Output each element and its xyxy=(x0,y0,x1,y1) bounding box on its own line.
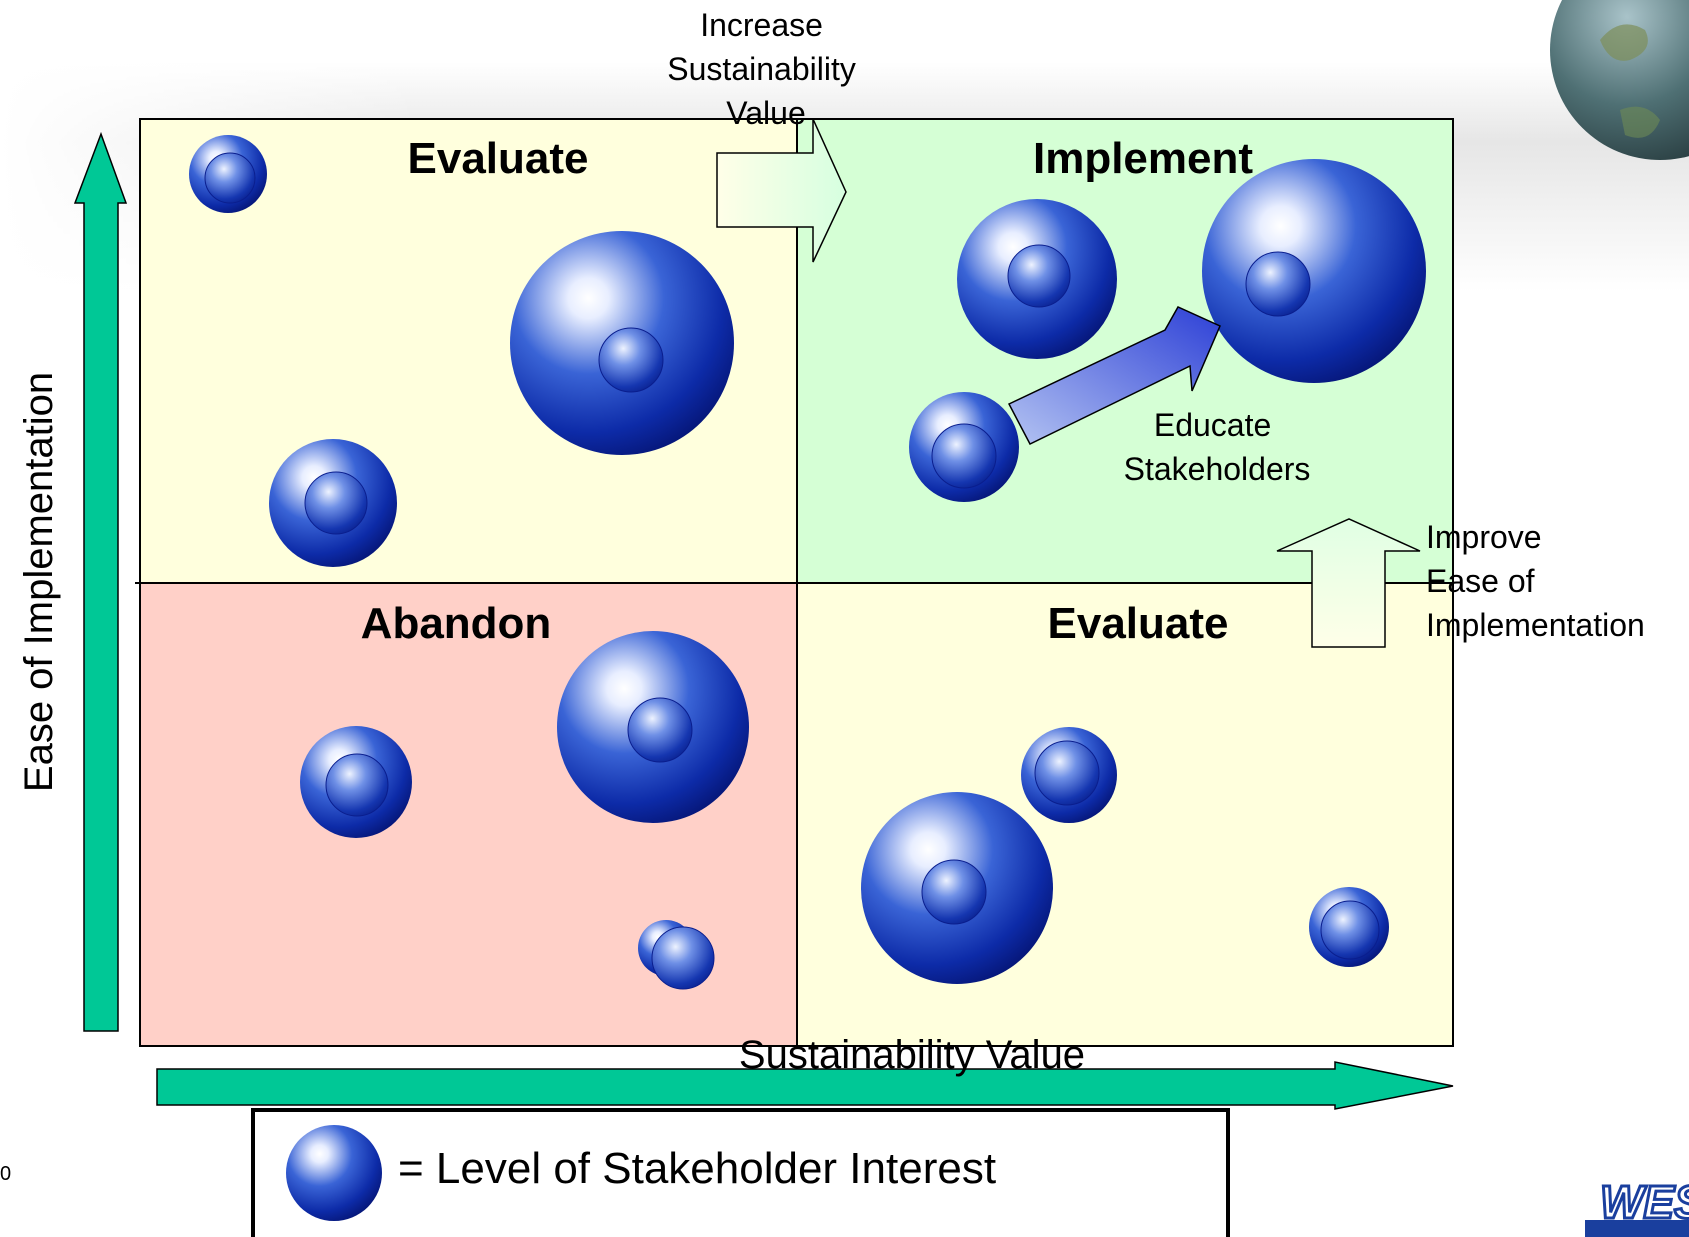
quadrant-label-bottom-right: Evaluate xyxy=(1048,599,1229,648)
bubble-outer xyxy=(286,1125,382,1221)
quadrant-label-bottom-left: Abandon xyxy=(361,599,552,648)
bubble xyxy=(269,439,397,567)
legend-box xyxy=(251,1108,1230,1237)
bubble xyxy=(909,392,1019,502)
bubble xyxy=(638,920,715,990)
quadrant-label-top-left: Evaluate xyxy=(408,134,589,183)
increase-value-arrow xyxy=(716,118,847,263)
bubble xyxy=(300,726,412,838)
bubble xyxy=(189,135,267,213)
bubble xyxy=(957,199,1117,359)
bubble-inner xyxy=(1007,244,1071,308)
improve-ease-line-3: Implementation xyxy=(1426,607,1645,643)
improve-ease-label: Improve Ease of Implementation xyxy=(1426,519,1645,643)
bubble-inner xyxy=(304,471,368,535)
bubble-inner xyxy=(651,926,715,990)
page-number: 0 xyxy=(0,1163,11,1185)
y-axis-label: Ease of Implementation xyxy=(17,372,61,792)
bubble-inner xyxy=(1034,740,1100,806)
bubble-inner xyxy=(921,859,987,925)
legend: = Level of Stakeholder Interest xyxy=(251,1108,1230,1237)
increase-value-label: Increase Sustainability Value xyxy=(667,7,864,131)
bubble-inner xyxy=(325,753,389,817)
bubble-inner xyxy=(598,327,664,393)
educate-stakeholders-arrow xyxy=(1007,306,1221,445)
bubble-outer xyxy=(1202,159,1426,383)
bubble-inner xyxy=(931,423,997,489)
improve-ease-line-1: Improve xyxy=(1426,519,1542,555)
legend-text: = Level of Stakeholder Interest xyxy=(398,1144,996,1193)
educate-stakeholders-label: Educate Stakeholders xyxy=(1124,407,1311,487)
bubble-inner xyxy=(1320,900,1380,960)
bubble xyxy=(861,792,1053,984)
increase-value-line-3: Value xyxy=(726,95,805,131)
y-axis-arrow xyxy=(73,131,128,1032)
increase-value-line-1: Increase xyxy=(700,7,823,43)
bubble xyxy=(1202,159,1426,383)
x-axis-label: Sustainability Value xyxy=(739,1033,1085,1077)
improve-ease-arrow xyxy=(1276,518,1421,648)
bubble-inner xyxy=(1245,251,1311,317)
educate-line-1: Educate xyxy=(1154,407,1271,443)
bubble-inner xyxy=(627,697,693,763)
bubble xyxy=(510,231,734,455)
improve-ease-line-2: Ease of xyxy=(1426,563,1535,599)
bubble-inner xyxy=(204,152,256,204)
quadrant-label-top-right: Implement xyxy=(1033,134,1253,183)
globe-icon xyxy=(1550,0,1689,160)
bubble xyxy=(557,631,749,823)
educate-line-2: Stakeholders xyxy=(1124,451,1311,487)
bubble xyxy=(1309,887,1389,967)
bubble xyxy=(1021,727,1117,823)
increase-value-line-2: Sustainability xyxy=(667,51,856,87)
sphere-icon xyxy=(286,1125,382,1221)
x-axis-arrow xyxy=(156,1061,1454,1110)
logo: WES xyxy=(1585,1175,1689,1237)
